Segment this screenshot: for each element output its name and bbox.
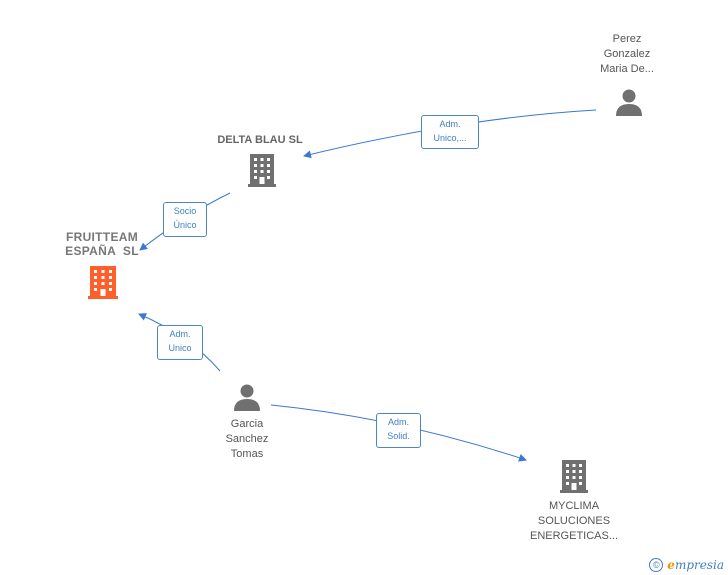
building-icon[interactable] <box>560 460 588 493</box>
node-delta-blau-label[interactable]: DELTA BLAU SL <box>217 134 303 146</box>
node-myclima-label[interactable]: MYCLIMA SOLUCIONES ENERGETICAS... <box>529 500 619 542</box>
edge-label-garcia-myclima[interactable]: Adm. Solid. <box>376 413 421 448</box>
person-icon[interactable] <box>234 384 260 412</box>
building-icon[interactable] <box>88 266 118 299</box>
copyright-icon: © <box>649 558 664 572</box>
edge-label-delta-fruitteam[interactable]: Socio Único <box>163 202 207 237</box>
edge-label-garcia-fruitteam[interactable]: Adm. Unico <box>157 325 203 360</box>
node-fruitteam-label[interactable]: FRUITTEAM ESPAÑA SL <box>65 230 139 258</box>
footer-brand: © empresia <box>649 558 724 572</box>
building-icon[interactable] <box>248 154 276 187</box>
node-garcia-label[interactable]: Garcia Sanchez Tomas <box>225 418 269 460</box>
brand-logo[interactable]: empresia <box>667 558 724 572</box>
node-perez-label[interactable]: Perez Gonzalez Maria De... <box>600 33 654 75</box>
person-icon[interactable] <box>616 89 642 117</box>
edge-label-perez-delta[interactable]: Adm. Unico,... <box>421 115 479 149</box>
